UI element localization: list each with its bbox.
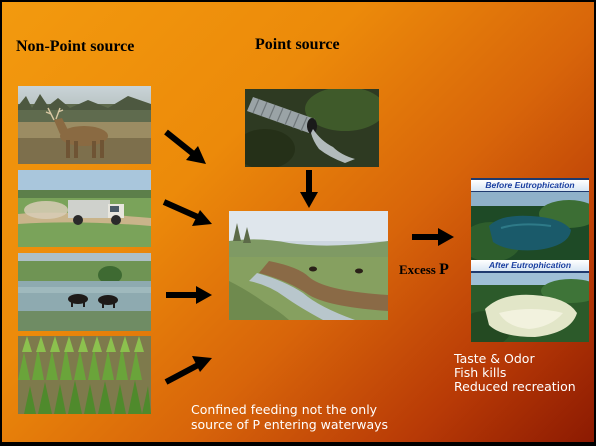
non-point-source-heading: Non-Point source [16,38,135,55]
discharge-pipe-photo [245,89,379,167]
effect-taste-odor: Taste & Odor [454,351,535,366]
effects-list: Taste & Odor Fish kills Reduced recreati… [454,352,576,394]
plant-nursery-photo [18,336,151,414]
pipe-to-stream-arrow [300,170,318,208]
effect-reduced-recreation: Reduced recreation [454,379,576,394]
excess-p-letter: P [439,261,449,278]
caption-line-1: Confined feeding not the only [191,402,378,417]
slide: Non-Point source Point source [2,2,594,442]
algae-lake-image [471,273,589,342]
clear-lake-image [471,192,589,260]
stream-to-lake-arrow [412,228,454,246]
deer-photo [18,86,151,164]
caption: Confined feeding not the only source of … [191,402,388,432]
point-source-heading: Point source [255,36,340,53]
before-eutrophication-label: Before Eutrophication [471,180,589,191]
eutrophication-comparison-panel: Before Eutrophication After Eutrophicati… [471,178,589,342]
excess-text: Excess [399,262,440,277]
cattle-in-stream-photo [18,253,151,331]
deer-to-stream-arrow [164,129,206,164]
cattle-to-stream-arrow [166,286,212,304]
effect-fish-kills: Fish kills [454,365,507,380]
truck-to-stream-arrow [162,199,212,226]
eroded-stream-photo [229,211,388,320]
nursery-to-stream-arrow [164,356,212,385]
truck-spreading-photo [18,170,151,247]
after-eutrophication-label: After Eutrophication [471,260,589,271]
excess-p-label: Excess P [399,261,449,279]
caption-line-2: source of P entering waterways [191,417,389,432]
